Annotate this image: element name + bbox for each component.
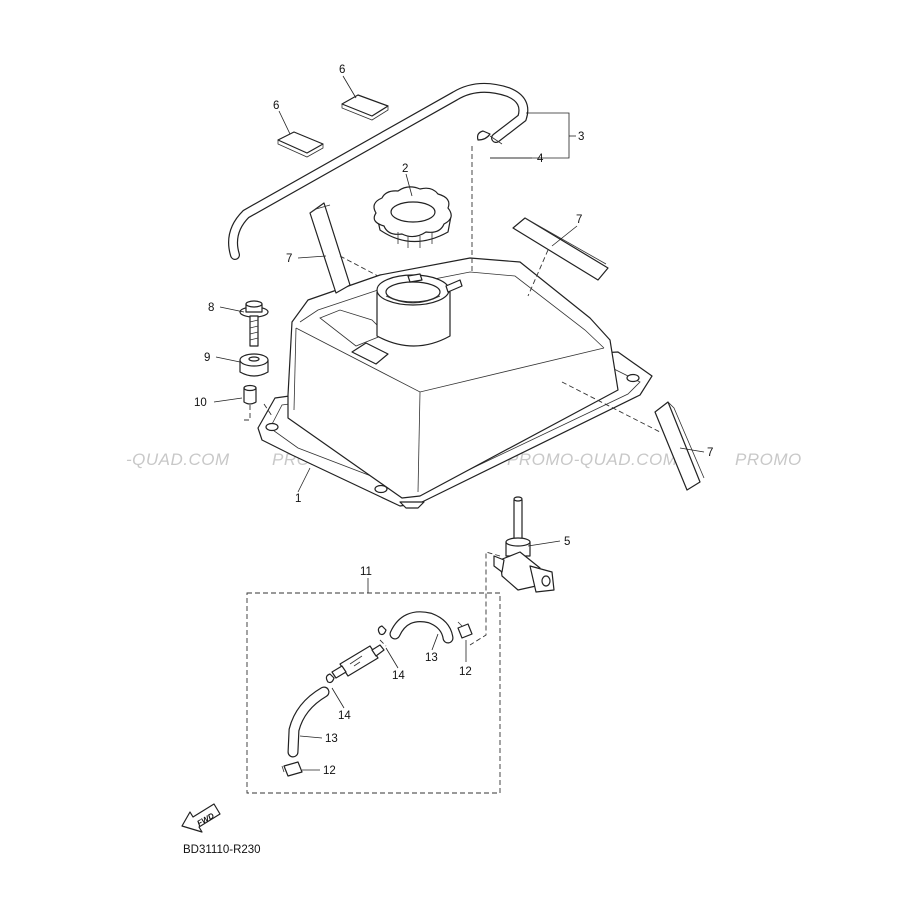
fuel-hose-upper [389,611,454,644]
callout-13a: 13 [425,652,438,664]
callout-13b: 13 [325,733,338,745]
watermark-text: PROMO [735,450,802,469]
clip-14-lower [325,673,335,684]
fuel-cock [469,496,555,646]
callout-labels: 1 2 3 4 5 6 6 7 7 7 8 9 10 11 12 12 13 1… [194,64,713,777]
fuel-cap [373,186,452,248]
assembly-dash-links [263,249,661,433]
kit-boundary [246,592,501,794]
dash-link [379,639,387,647]
callout-8: 8 [208,302,214,314]
callout-3: 3 [578,131,584,143]
bolt [239,300,269,347]
callout-9: 9 [204,352,210,364]
collar [243,384,257,421]
pad-6a [277,131,324,158]
callout-7c: 7 [707,447,713,459]
leader-lines [213,75,705,771]
fuel-tank [257,257,653,509]
callout-14b: 14 [338,710,351,722]
callout-10: 10 [194,397,207,409]
callout-6b: 6 [273,100,279,112]
watermark-text: -QUAD.COM [126,450,230,469]
diagram-code: BD31110-R230 [183,844,261,856]
fwd-arrow-icon: FWD [181,803,221,833]
callout-7a: 7 [286,253,292,265]
callout-14a: 14 [392,670,405,682]
callout-11: 11 [360,566,372,578]
breather-hose [228,82,529,260]
callout-4: 4 [537,153,544,165]
hose-clip [471,130,491,272]
callout-7b: 7 [576,214,582,226]
callout-12a: 12 [459,666,472,678]
hose-clamp-upper [457,621,473,639]
clip-14-upper [377,625,387,636]
damper-7-left [309,202,351,294]
grommet [239,353,269,377]
hose-clamp-lower [281,761,303,777]
callout-6a: 6 [339,64,345,76]
callout-5: 5 [564,536,570,548]
fuel-hose-lower [287,686,330,758]
callout-12b: 12 [323,765,336,777]
pad-6b [341,94,389,121]
damper-7-right [654,401,705,491]
callout-1: 1 [295,493,301,505]
fuel-filter [331,644,385,679]
callout-2: 2 [402,163,408,175]
damper-7-right-top [512,217,609,281]
watermark-text: PROMO-QUAD.COM [507,450,678,469]
